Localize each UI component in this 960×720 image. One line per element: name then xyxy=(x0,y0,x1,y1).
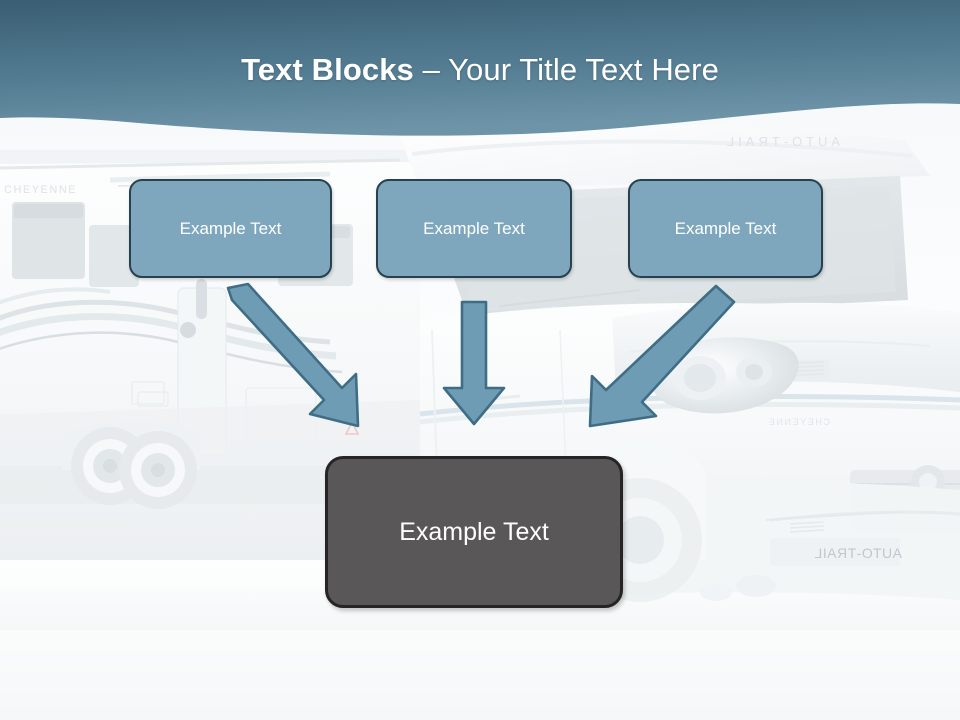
arrow-down-left-icon xyxy=(588,284,736,428)
svg-text:AUTO-TRAIL: AUTO-TRAIL xyxy=(723,134,840,149)
page-title-light: Your Title Text Here xyxy=(448,52,719,87)
page-title-strong: Text Blocks xyxy=(241,52,423,87)
text-block-1[interactable]: Example Text xyxy=(129,179,332,278)
text-block-2[interactable]: Example Text xyxy=(376,179,572,278)
page-title-separator: – xyxy=(422,52,449,87)
text-block-2-label: Example Text xyxy=(423,218,525,238)
result-text-block[interactable]: Example Text xyxy=(325,456,623,608)
svg-text:CHEYENNE: CHEYENNE xyxy=(767,417,830,427)
result-text-block-label: Example Text xyxy=(399,517,549,546)
arrow-down-right-icon xyxy=(226,282,360,428)
svg-text:AUTO-TRAIL: AUTO-TRAIL xyxy=(814,545,902,561)
page-title: Text Blocks – Your Title Text Here xyxy=(0,52,960,88)
text-block-1-label: Example Text xyxy=(179,218,282,238)
header-band xyxy=(0,0,960,136)
text-block-3[interactable]: Example Text xyxy=(628,179,823,278)
text-block-3-label: Example Text xyxy=(674,218,777,238)
svg-text:CHEYENNE: CHEYENNE xyxy=(4,184,77,196)
arrow-down-icon xyxy=(442,300,506,426)
